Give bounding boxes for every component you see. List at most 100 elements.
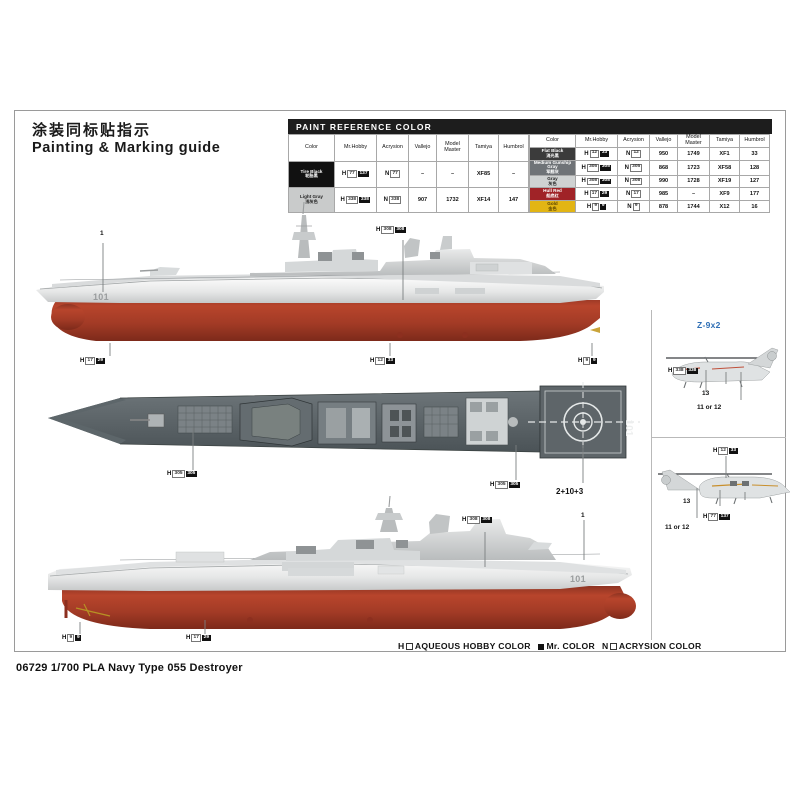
paint-col-mr-hobby: Mr.Hobby [334,134,377,162]
paint-tamiya: XF58 [709,159,740,176]
paint-col-mr-hobby: Mr.Hobby [575,134,618,148]
kit-identification-line: 06729 1/700 PLA Navy Type 055 Destroyer [16,662,243,674]
paint-model-master: 1749 [677,147,710,161]
legend-acrysion: N ACRYSION COLOR [601,641,702,651]
heli-bottom-decal-11or12: 11 or 12 [665,524,690,531]
paint-model-master: – [436,160,469,188]
paint-model-master: 1723 [677,159,710,176]
paint-col-color: Color [288,134,335,162]
paint-vallejo: 868 [649,159,678,176]
page-title: 涂装同标贴指示 Painting & Marking guide [32,122,220,158]
paint-humbrol: – [498,160,529,188]
acrysion-square-icon [609,643,617,651]
paint-col-color: Color [529,134,576,148]
paint-col-humbrol: Humbrol [498,134,529,162]
helicopter-type-label: Z-9x2 [697,320,721,330]
paint-vallejo: 985 [649,187,678,201]
paint-vallejo: 907 [408,186,437,214]
paint-vallejo: – [408,160,437,188]
paint-tamiya: X12 [709,199,740,214]
paint-table-header: PAINT REFERENCE COLOR [288,119,772,134]
decal-count-note: 2+10+3 [556,487,584,496]
heli-panel-separator [651,437,786,438]
paint-model-master: 1732 [436,186,469,214]
heli-top-decal-11or12: 11 or 12 [697,404,722,411]
mr-color-square-icon [537,643,544,650]
paint-col-acrysion: Acrysion [617,134,650,148]
paint-humbrol: 16 [739,199,770,214]
legend-mr-color: Mr. COLOR [537,641,595,651]
page-title-cn: 涂装同标贴指示 [32,122,152,139]
paint-humbrol: 147 [498,186,529,214]
paint-col-acrysion: Acrysion [376,134,409,162]
callout-part-number-top: 1 [100,230,104,237]
callout-part-number-bottom: 1 [581,512,585,519]
heli-panel-divider [651,310,652,640]
paint-tamiya: XF1 [709,147,740,161]
paint-vallejo: 950 [649,147,678,161]
paint-vallejo: 990 [649,174,678,189]
page-title-en: Painting & Marking guide [32,140,221,157]
paint-tamiya: XF19 [709,174,740,189]
aqueous-square-icon [405,643,413,651]
paint-humbrol: 33 [739,147,770,161]
paint-col-tamiya: Tamiya [468,134,499,162]
paint-tamiya: XF14 [468,186,499,214]
legend-aqueous: H AQUEOUS HOBBY COLOR [398,641,531,651]
paint-humbrol: 127 [739,174,770,189]
paint-humbrol: 128 [739,159,770,176]
paint-col-vallejo: Vallejo [649,134,678,148]
heli-top-decal-13: 13 [702,390,710,397]
color-system-legend: H AQUEOUS HOBBY COLOR Mr. COLOR N ACRYSI… [398,641,702,651]
heli-bottom-decal-13: 13 [683,498,691,505]
paint-model-master: – [677,187,710,201]
paint-col-humbrol: Humbrol [739,134,770,148]
paint-model-master: 1744 [677,199,710,214]
paint-col-tamiya: Tamiya [709,134,740,148]
paint-col-vallejo: Vallejo [408,134,437,162]
paint-vallejo: 878 [649,199,678,214]
